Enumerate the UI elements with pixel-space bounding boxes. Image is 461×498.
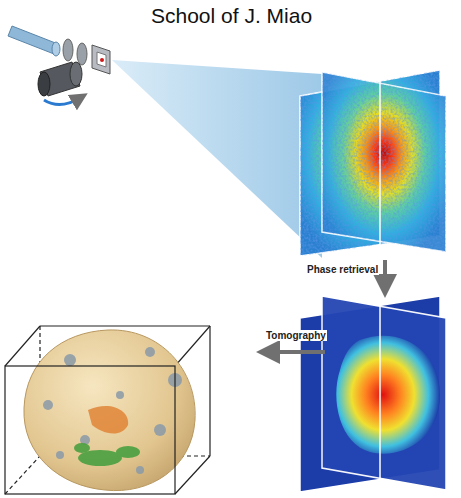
step-label: Tomography (265, 330, 327, 341)
figure-title: School of J. Miao (151, 4, 312, 28)
step-label: Phase retrieval (306, 264, 379, 275)
